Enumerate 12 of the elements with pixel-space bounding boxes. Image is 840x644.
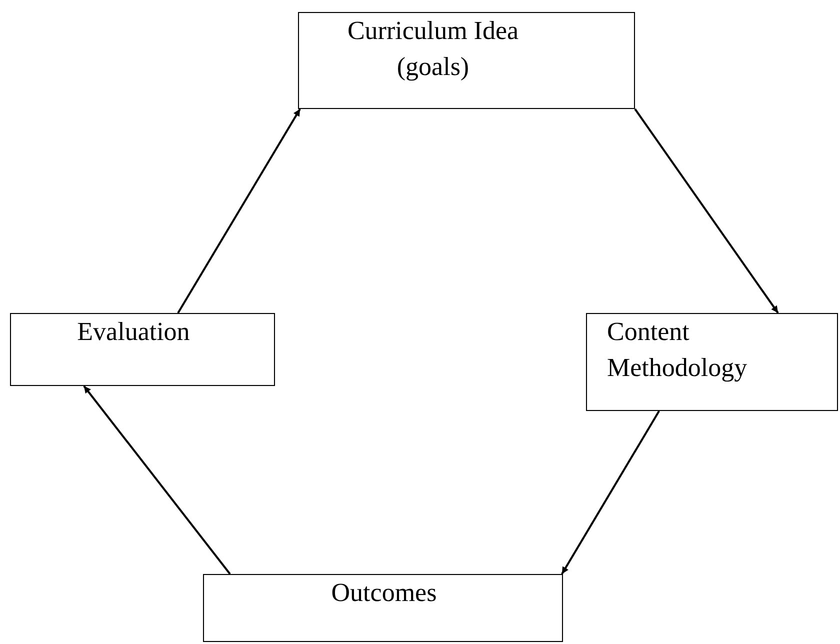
arrow <box>177 108 301 314</box>
arrow <box>561 410 660 575</box>
process-box <box>10 313 275 386</box>
arrow <box>83 385 231 575</box>
arrow <box>634 108 779 314</box>
box-label: Curriculum Idea (goals) <box>346 15 520 83</box>
box-label: Content Methodology <box>607 316 748 384</box>
box-label: Outcomes <box>330 577 438 609</box>
box-label: Evaluation <box>76 316 191 348</box>
process-box <box>203 574 563 642</box>
process-box <box>586 313 838 411</box>
process-box <box>298 12 635 109</box>
